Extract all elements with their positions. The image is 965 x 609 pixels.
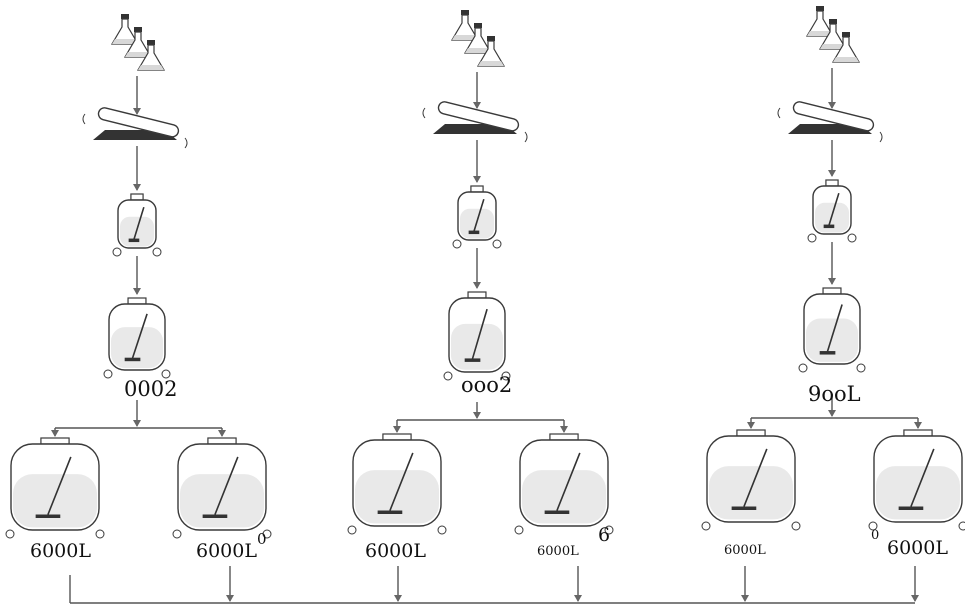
fermenter-tank-icon [103,297,171,379]
tank-mark-1b: 0 [257,530,267,548]
production-tank-icon [868,429,965,531]
fermenter-label-1: 0002 [124,377,178,401]
production-tank-icon [514,433,614,535]
tank-label-3a: 6000L [724,543,766,558]
tank-mark-3b: 0 [871,528,880,543]
production-tank-icon [347,433,447,535]
seed-tank-icon [807,179,857,243]
production-tank-icon [701,429,801,531]
seed-tank-icon [452,185,502,249]
tank-label-2a: 6000L [365,540,426,562]
fermenter-tank-icon [443,291,511,381]
fermenter-tank-icon [798,287,866,373]
flask-icon [463,23,493,54]
production-tank-icon [5,437,105,539]
tank-mark-2b: 6 [598,524,611,546]
flask-icon [136,40,166,71]
tank-label-1a: 6000L [30,540,91,562]
fermenter-label-3: 9ooL [808,382,861,406]
shaker-icon [777,101,883,143]
tank-label-2b: 6000L [537,544,579,559]
tank-label-1b: 6000L [196,540,257,562]
shaker-icon [422,101,528,143]
production-tank-icon [172,437,272,539]
flask-icon [805,6,835,37]
tank-label-3b: 6000L [887,537,948,559]
fermenter-label-2: ooo2 [461,373,513,397]
seed-tank-icon [112,193,162,257]
flask-icon [831,32,861,63]
flask-icon [476,36,506,67]
flask-icon [818,19,848,50]
shaker-icon [82,107,188,149]
